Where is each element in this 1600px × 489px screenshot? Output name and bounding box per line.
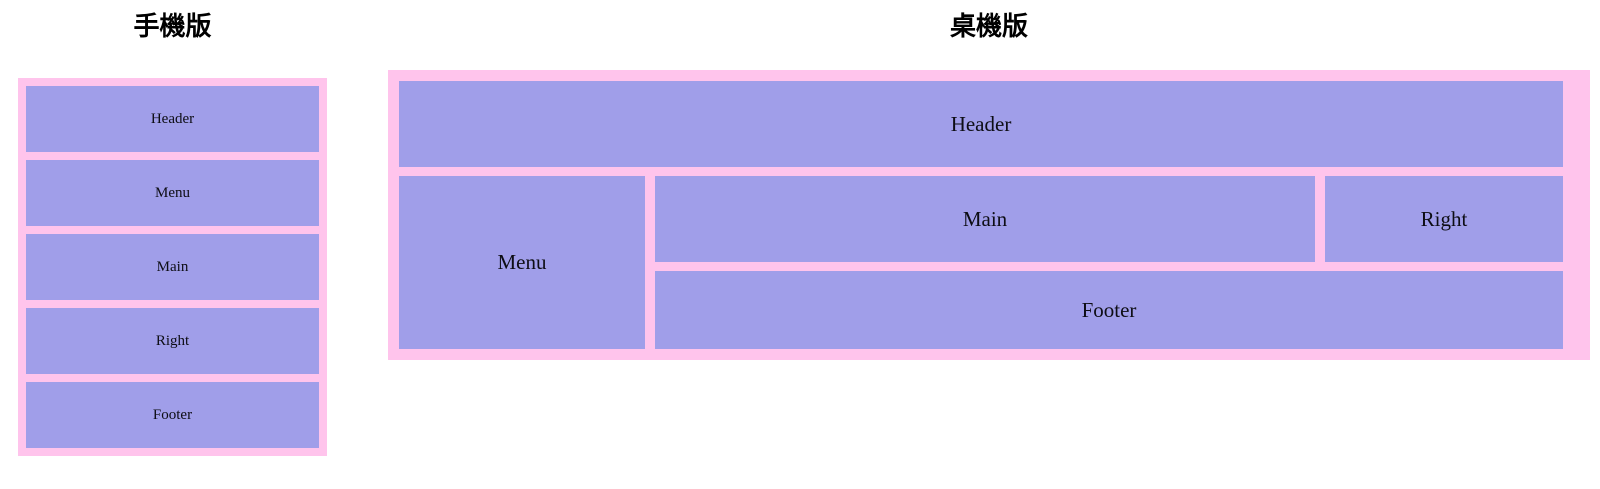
mobile-region-footer: Footer — [26, 382, 319, 448]
mobile-region-main: Main — [26, 234, 319, 300]
desktop-region-footer: Footer — [655, 271, 1563, 349]
desktop-layout-container: Header Menu Main Right Footer — [388, 70, 1590, 360]
mobile-layout-container: Header Menu Main Right Footer — [18, 78, 327, 456]
desktop-layout-title: 桌機版 — [949, 12, 1028, 42]
desktop-region-main: Main — [655, 176, 1315, 262]
mobile-region-right: Right — [26, 308, 319, 374]
mobile-region-header: Header — [26, 86, 319, 152]
desktop-region-header: Header — [399, 81, 1563, 167]
desktop-region-right: Right — [1325, 176, 1563, 262]
desktop-region-menu: Menu — [399, 176, 645, 349]
mobile-region-menu: Menu — [26, 160, 319, 226]
mobile-layout-title: 手機版 — [133, 12, 212, 42]
